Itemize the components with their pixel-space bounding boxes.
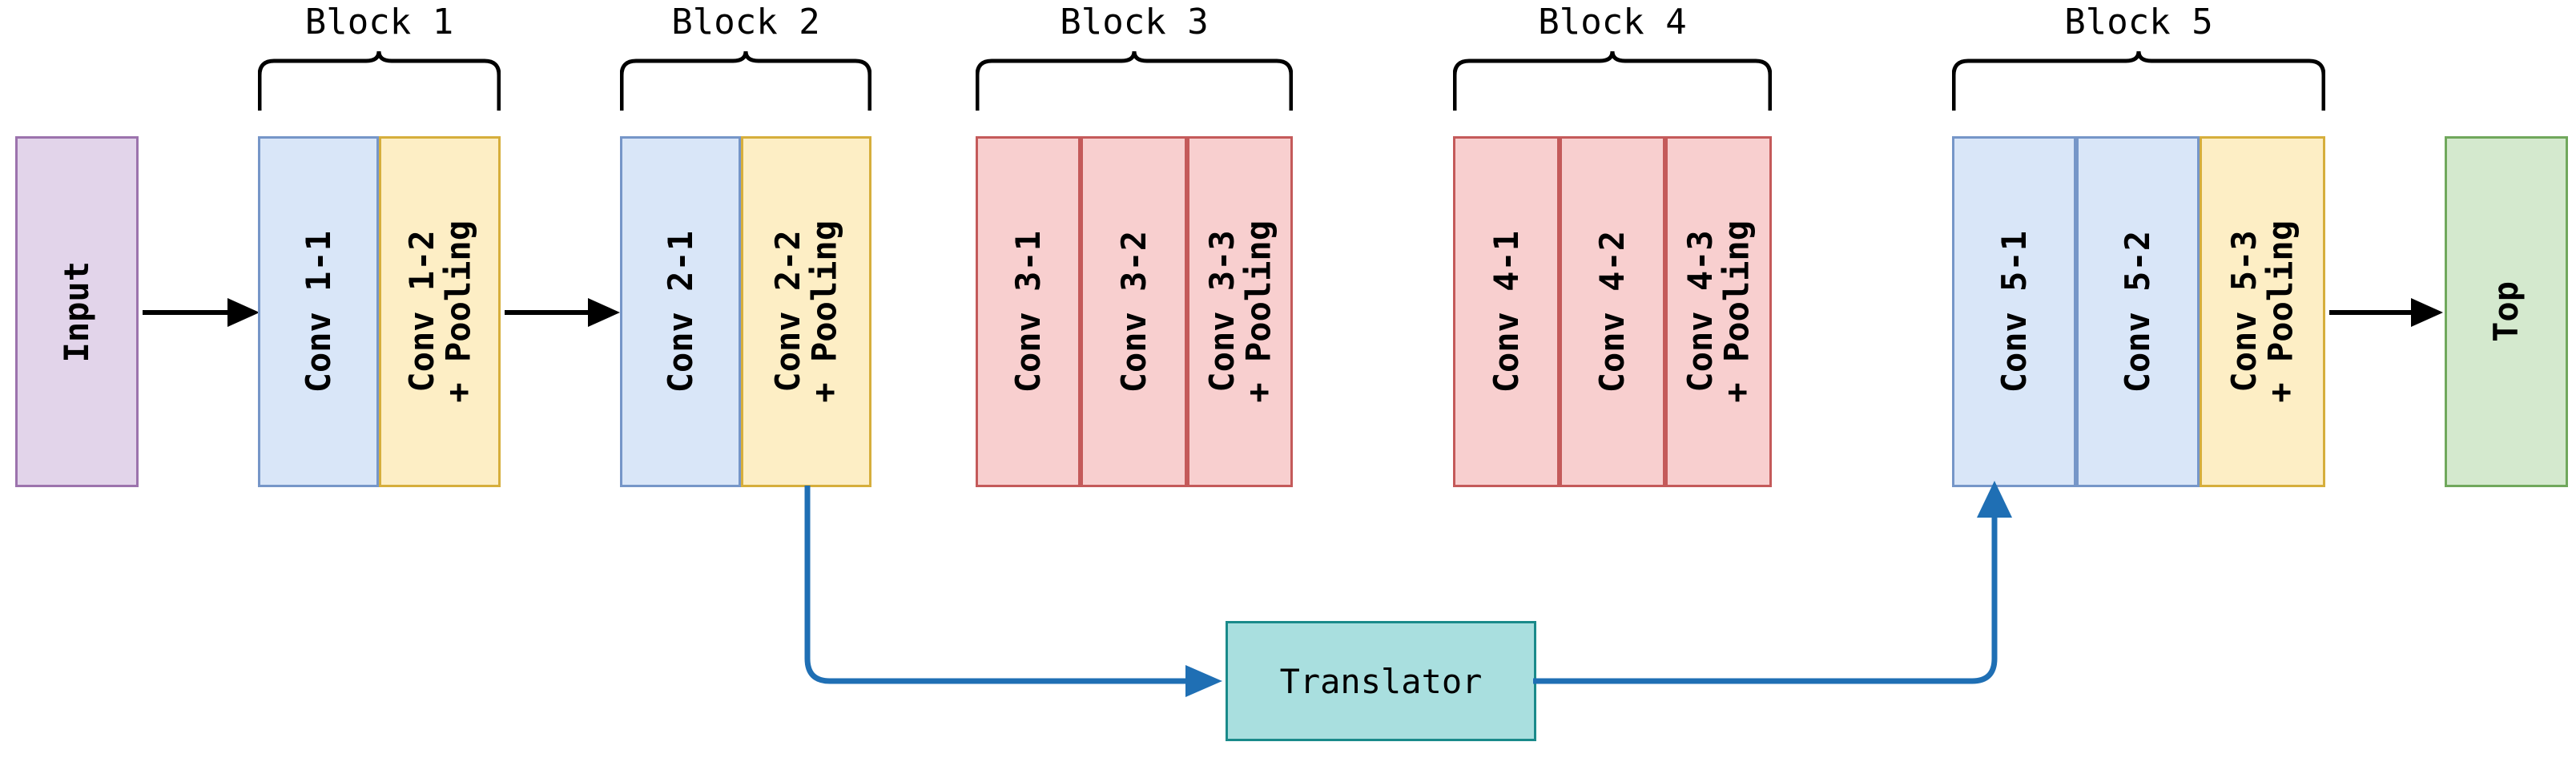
layer-conv-2-1: Conv 2-1 [620, 136, 741, 487]
layer-conv-3-1: Conv 3-1 [976, 136, 1081, 487]
arrow-block5-to-top [2329, 298, 2443, 327]
input-label: Input [57, 260, 97, 363]
layer-label: Conv 4-3 + Pooling [1680, 220, 1757, 403]
block-4-label: Block 4 [1538, 2, 1687, 42]
translator-label: Translator [1279, 661, 1483, 701]
block-3-label: Block 3 [1060, 2, 1209, 42]
layer-label: Conv 4-2 [1592, 230, 1632, 393]
layer-conv-1-1: Conv 1-1 [258, 136, 379, 487]
translator-box: Translator [1226, 621, 1536, 741]
layer-conv-3-3-pooling: Conv 3-3 + Pooling [1187, 136, 1293, 487]
layer-label: Conv 3-1 [1008, 230, 1048, 393]
layer-label: Conv 3-2 [1113, 230, 1153, 393]
layer-label: Conv 5-2 [2118, 230, 2158, 393]
block-2-label: Block 2 [671, 2, 820, 42]
arrow-input-to-block1 [143, 298, 260, 327]
layer-label: Conv 2-1 [660, 230, 700, 393]
skip-connection-to-translator [804, 486, 1222, 697]
input-box: Input [15, 136, 139, 487]
top-box: Top [2445, 136, 2568, 487]
layer-label: Conv 5-3 + Pooling [2224, 220, 2300, 403]
layer-label: Conv 3-3 + Pooling [1201, 220, 1278, 403]
block-3-brace [976, 50, 1293, 111]
layer-conv-2-2-pooling: Conv 2-2 + Pooling [741, 136, 871, 487]
layer-conv-1-2-pooling: Conv 1-2 + Pooling [379, 136, 501, 487]
layer-label: Conv 4-1 [1486, 230, 1526, 393]
arrow-block1-to-block2 [505, 298, 620, 327]
layer-conv-4-1: Conv 4-1 [1453, 136, 1560, 487]
layer-conv-5-3-pooling: Conv 5-3 + Pooling [2200, 136, 2325, 487]
layer-conv-3-2: Conv 3-2 [1081, 136, 1187, 487]
layer-label: Conv 1-2 + Pooling [401, 220, 477, 403]
layer-conv-4-2: Conv 4-2 [1560, 136, 1665, 487]
layer-label: Conv 1-1 [298, 230, 338, 393]
layer-conv-4-3-pooling: Conv 4-3 + Pooling [1665, 136, 1772, 487]
top-label: Top [2486, 281, 2526, 342]
layer-conv-5-1: Conv 5-1 [1952, 136, 2076, 487]
block-1-brace [258, 50, 501, 111]
block-2-brace [620, 50, 871, 111]
skip-connection-to-block5 [1533, 481, 2012, 684]
layer-conv-5-2: Conv 5-2 [2076, 136, 2200, 487]
block-1-label: Block 1 [304, 2, 454, 42]
block-4-brace [1453, 50, 1772, 111]
layer-label: Conv 5-1 [1994, 230, 2034, 393]
block-5-label: Block 5 [2064, 2, 2213, 42]
block-5-brace [1952, 50, 2325, 111]
layer-label: Conv 2-2 + Pooling [768, 220, 844, 403]
